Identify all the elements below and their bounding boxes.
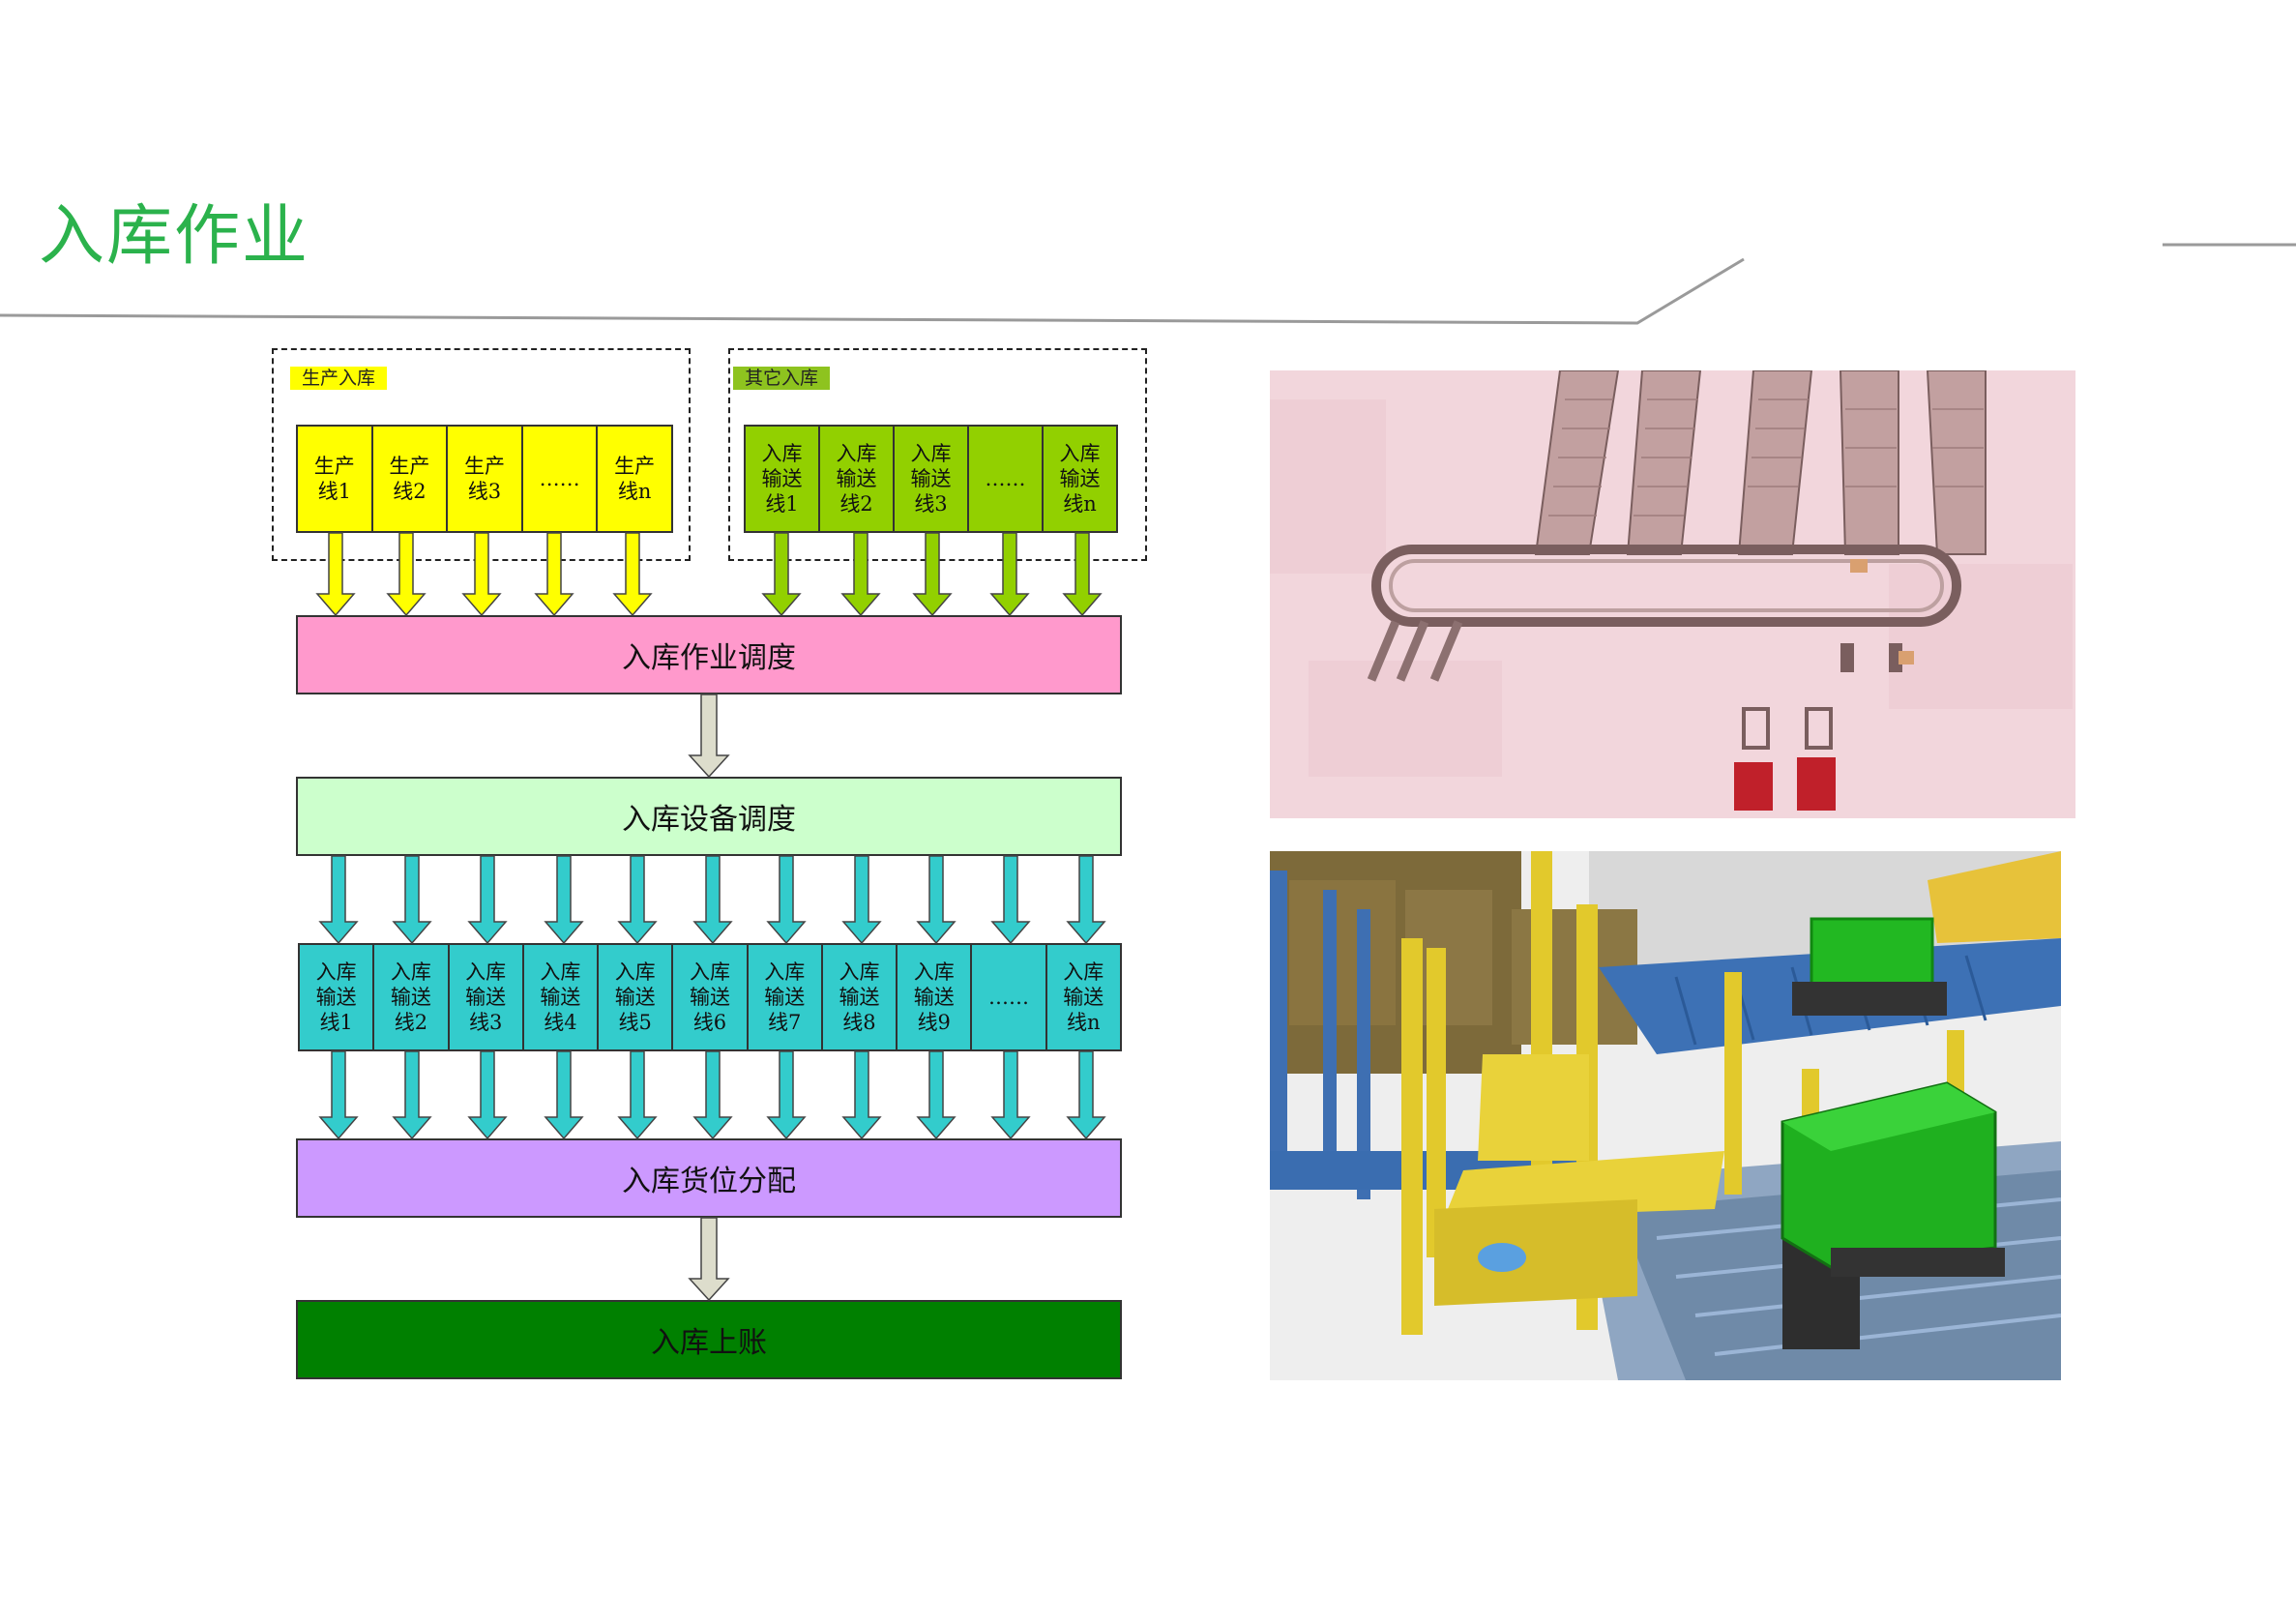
arrow-equipment-to-conveyor-11 bbox=[1066, 855, 1106, 945]
arrow-production-5 bbox=[612, 532, 653, 617]
conveyor-line-10: …… bbox=[972, 945, 1047, 1049]
arrow-equipment-to-conveyor-4 bbox=[544, 855, 584, 945]
arrow-production-2 bbox=[386, 532, 427, 617]
page-title: 入库作业 bbox=[39, 198, 310, 275]
stage-inbound-dispatch: 入库作业调度 bbox=[296, 615, 1122, 694]
arrow-production-4 bbox=[534, 532, 574, 617]
production-line-3: 生产 线3 bbox=[448, 427, 523, 531]
arrow-other-1 bbox=[761, 532, 802, 617]
other-inbound-tag: 其它入库 bbox=[733, 367, 831, 390]
arrow-equipment-to-conveyor-1 bbox=[318, 855, 359, 945]
arrow-other-5 bbox=[1062, 532, 1103, 617]
arrow-conveyor-to-allocation-9 bbox=[916, 1050, 957, 1140]
arrow-dispatch-to-equipment bbox=[688, 694, 730, 779]
production-line-4: …… bbox=[523, 427, 599, 531]
production-line-5: 生产 线n bbox=[614, 455, 656, 503]
arrow-other-4 bbox=[989, 532, 1030, 617]
arrow-equipment-to-conveyor-10 bbox=[990, 855, 1031, 945]
arrow-conveyor-to-allocation-1 bbox=[318, 1050, 359, 1140]
stage-slot-allocation: 入库货位分配 bbox=[296, 1138, 1122, 1218]
arrow-equipment-to-conveyor-8 bbox=[841, 855, 882, 945]
conveyor-line-4: 入库 输送 线4 bbox=[524, 945, 600, 1049]
other-inbound-line-2: 入库 输送 线2 bbox=[820, 427, 895, 531]
arrow-other-2 bbox=[840, 532, 881, 617]
conveyor-line-9: 入库 输送 线9 bbox=[898, 945, 973, 1049]
conveyor-line-1: 入库 输送 线1 bbox=[300, 945, 375, 1049]
conveyor-render-image bbox=[1270, 851, 2061, 1380]
production-line-1: 生产 线1 bbox=[298, 427, 373, 531]
other-inbound-line-5: 入库 输送 线n bbox=[1059, 442, 1101, 516]
stage-posting: 入库上账 bbox=[296, 1300, 1122, 1379]
arrow-equipment-to-conveyor-2 bbox=[392, 855, 432, 945]
arrow-conveyor-to-allocation-11 bbox=[1066, 1050, 1106, 1140]
stage-equipment-dispatch: 入库设备调度 bbox=[296, 777, 1122, 856]
arrow-conveyor-to-allocation-10 bbox=[990, 1050, 1031, 1140]
conveyor-line-5: 入库 输送 线5 bbox=[599, 945, 674, 1049]
arrow-production-3 bbox=[461, 532, 502, 617]
arrow-allocation-to-posting bbox=[688, 1217, 730, 1302]
arrow-equipment-to-conveyor-9 bbox=[916, 855, 957, 945]
conveyor-line-7: 入库 输送 线7 bbox=[749, 945, 823, 1049]
conveyor-line-8: 入库 输送 线8 bbox=[823, 945, 898, 1049]
arrow-conveyor-to-allocation-2 bbox=[392, 1050, 432, 1140]
conveyor-line-3: 入库 输送 线3 bbox=[450, 945, 524, 1049]
arrow-conveyor-to-allocation-7 bbox=[766, 1050, 807, 1140]
asrs-overhead-image bbox=[1270, 370, 2075, 818]
production-line-2: 生产 线2 bbox=[373, 427, 449, 531]
conveyor-line-11: 入库 输送 线n bbox=[1063, 960, 1104, 1034]
arrow-conveyor-to-allocation-4 bbox=[544, 1050, 584, 1140]
arrow-production-1 bbox=[315, 532, 356, 617]
arrow-equipment-to-conveyor-5 bbox=[617, 855, 658, 945]
other-inbound-line-4: …… bbox=[969, 427, 1044, 531]
conveyor-line-6: 入库 输送 线6 bbox=[673, 945, 749, 1049]
other-inbound-line-3: 入库 输送 线3 bbox=[895, 427, 969, 531]
arrow-conveyor-to-allocation-6 bbox=[692, 1050, 733, 1140]
arrow-equipment-to-conveyor-3 bbox=[467, 855, 508, 945]
conveyor-line-2: 入库 输送 线2 bbox=[374, 945, 450, 1049]
production-inbound-tag: 生产入库 bbox=[290, 367, 388, 390]
other-inbound-line-1: 入库 输送 线1 bbox=[746, 427, 820, 531]
arrow-equipment-to-conveyor-6 bbox=[692, 855, 733, 945]
arrow-conveyor-to-allocation-3 bbox=[467, 1050, 508, 1140]
arrow-other-3 bbox=[912, 532, 953, 617]
arrow-conveyor-to-allocation-8 bbox=[841, 1050, 882, 1140]
arrow-equipment-to-conveyor-7 bbox=[766, 855, 807, 945]
arrow-conveyor-to-allocation-5 bbox=[617, 1050, 658, 1140]
